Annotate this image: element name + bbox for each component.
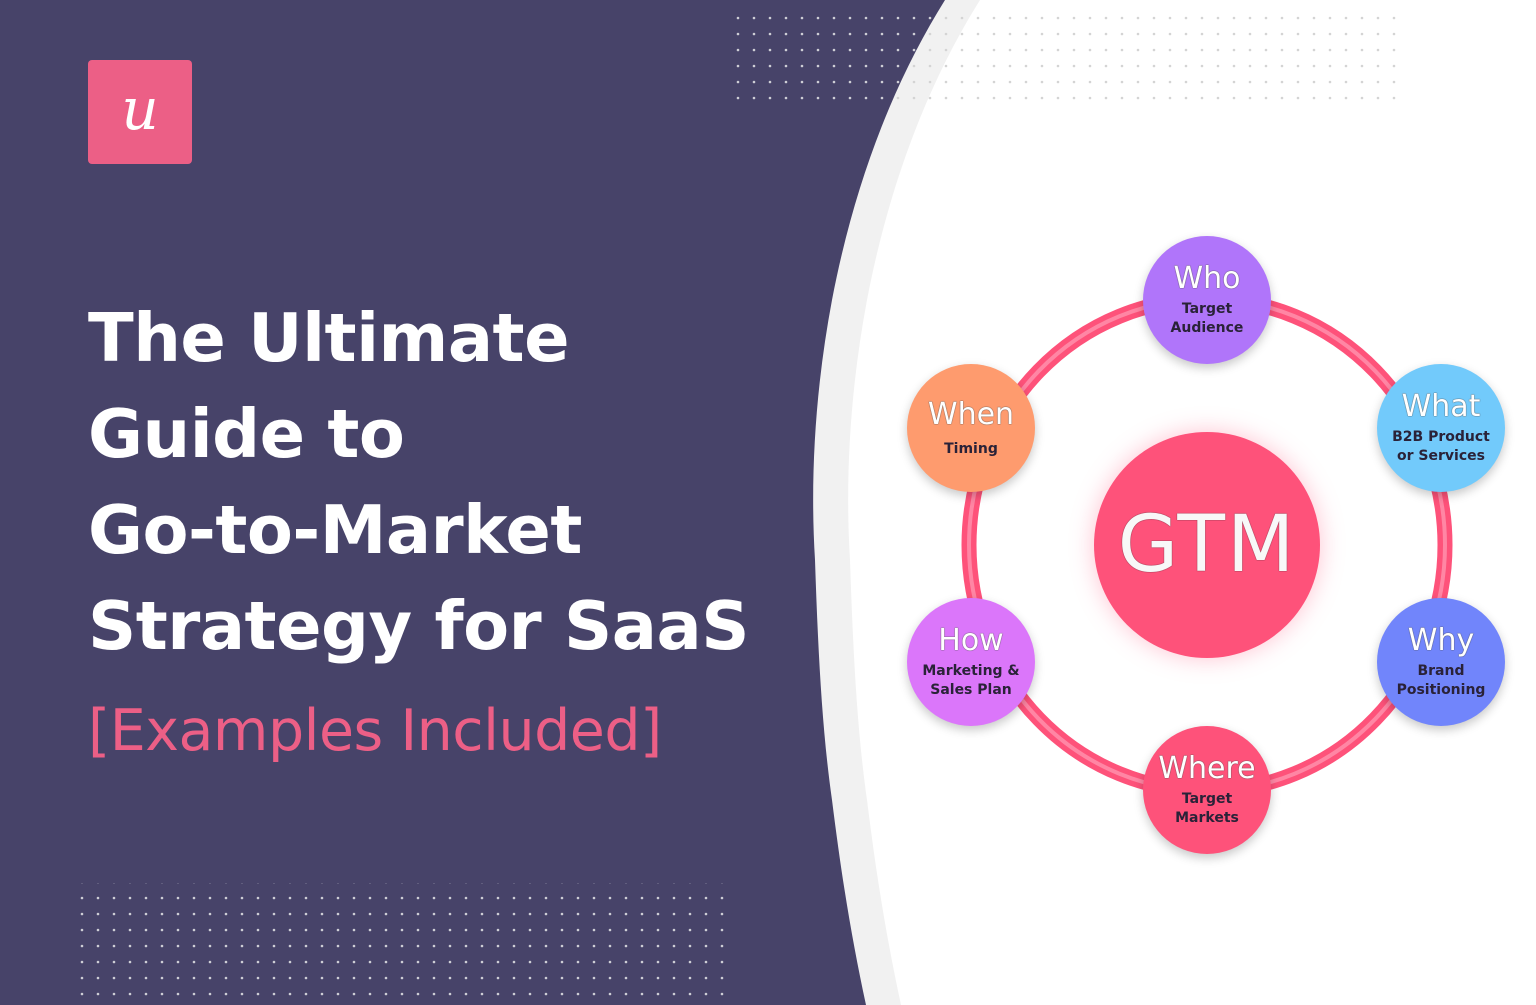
node-heading: Where xyxy=(1158,751,1256,786)
node-how: How Marketing & Sales Plan xyxy=(907,598,1035,726)
node-why: Why Brand Positioning xyxy=(1377,598,1505,726)
node-heading: Who xyxy=(1173,261,1241,296)
gtm-label: GTM xyxy=(1117,500,1297,590)
node-heading: Why xyxy=(1407,623,1475,658)
node-what: What B2B Product or Services xyxy=(1377,364,1505,492)
node-heading: How xyxy=(938,623,1004,658)
node-line: Markets xyxy=(1175,810,1239,826)
left-panel xyxy=(0,0,945,1005)
title-line-4: Strategy for SaaS xyxy=(88,587,749,665)
node-who: Who Target Audience xyxy=(1143,236,1271,364)
title-line-2: Guide to xyxy=(88,395,405,473)
node-line: Audience xyxy=(1170,320,1244,336)
brand-logo[interactable]: u xyxy=(88,60,192,164)
node-line: Target xyxy=(1181,791,1233,807)
title-line-1: The Ultimate xyxy=(88,299,570,377)
node-line: Timing xyxy=(944,440,998,457)
page-subtitle: [Examples Included] xyxy=(88,698,662,764)
gtm-center-circle: GTM xyxy=(1094,432,1320,658)
node-line: Sales Plan xyxy=(930,682,1012,698)
node-when: When Timing xyxy=(907,364,1035,492)
node-line: or Services xyxy=(1397,448,1485,464)
page-title: The Ultimate Guide to Go-to-Market Strat… xyxy=(88,290,768,674)
node-heading: What xyxy=(1401,389,1481,424)
node-line: Target xyxy=(1181,301,1233,317)
node-line: B2B Product xyxy=(1392,429,1490,445)
node-line: Positioning xyxy=(1396,682,1486,698)
node-where: Where Target Markets xyxy=(1143,726,1271,854)
title-line-3: Go-to-Market xyxy=(88,491,582,569)
node-heading: When xyxy=(927,396,1015,432)
node-line: Brand xyxy=(1417,663,1465,679)
node-line: Marketing & xyxy=(922,663,1020,679)
logo-glyph: u xyxy=(121,75,159,143)
